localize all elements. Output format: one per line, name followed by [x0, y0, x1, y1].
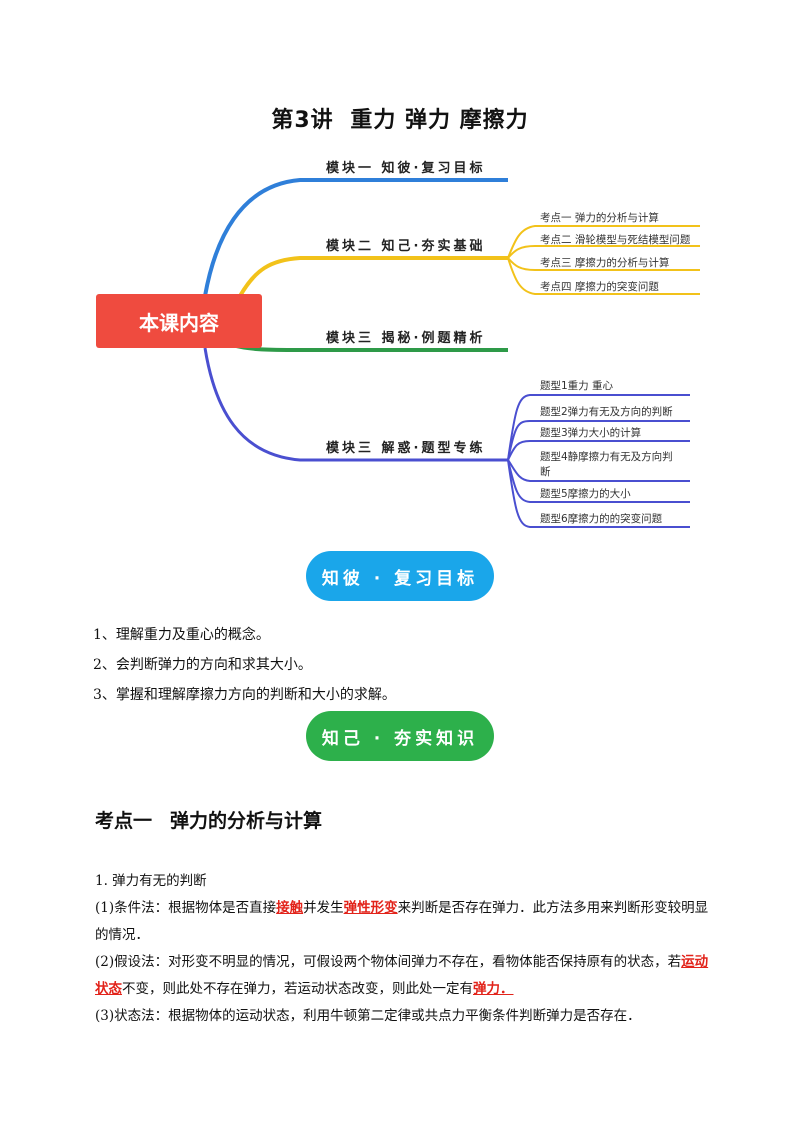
- question-type-1: 题型1重力 重心: [540, 379, 614, 392]
- lecture-number: 第3讲: [271, 108, 334, 133]
- question-type-4-cont: 断: [540, 465, 551, 478]
- branch-4-label: 模块三 解惑·题型专练: [326, 440, 485, 456]
- center-node-label: 本课内容: [139, 311, 219, 335]
- lecture-topics: 重力 弹力 摩擦力: [350, 108, 529, 133]
- goal-item: 3、掌握和理解摩擦力方向的判断和大小的求解。: [93, 687, 396, 703]
- content-heading: 1. 弹力有无的判断: [95, 873, 207, 889]
- question-type-2: 题型2弹力有无及方向的判断: [540, 405, 673, 418]
- question-type-3: 题型3弹力大小的计算: [540, 426, 641, 439]
- highlight-elastic-force: 弹力．: [473, 981, 514, 997]
- question-type-5: 题型5摩擦力的大小: [540, 487, 631, 500]
- center-node: [96, 294, 262, 348]
- exam-point-3: 考点三 摩擦力的分析与计算: [540, 256, 669, 269]
- branch-1-line: [203, 178, 508, 297]
- section-label: 考点一: [95, 810, 153, 832]
- question-type-6: 题型6摩擦力的的突变问题: [540, 512, 663, 525]
- branch-2-sublines: [507, 225, 700, 295]
- branch-2-label: 模块二 知己·夯实基础: [326, 238, 485, 254]
- goal-item: 2、会判断弹力的方向和求其大小。: [93, 657, 312, 673]
- branch-4-line: [203, 347, 508, 462]
- review-goals-banner: 知彼 · 复习目标: [306, 551, 494, 601]
- highlight-contact: 接触: [276, 900, 304, 916]
- learning-goals-list: 1、理解重力及重心的概念。 2、会判断弹力的方向和求其大小。 3、掌握和理解摩擦…: [93, 620, 713, 710]
- section-heading: 考点一弹力的分析与计算: [95, 806, 322, 833]
- question-type-4: 题型4静摩擦力有无及方向判: [540, 450, 673, 463]
- branch-3-label: 模块三 揭秘·例题精析: [326, 330, 485, 346]
- goal-item: 1、理解重力及重心的概念。: [93, 627, 270, 643]
- paragraph-state-method: (3)状态法：根据物体的运动状态，利用牛顿第二定律或共点力平衡条件判断弹力是否存…: [95, 1008, 641, 1024]
- mind-map: 本课内容 模块一 知彼·复习目标 模块二 知己·夯实基础 模块三 揭秘·例题精析…: [96, 160, 700, 528]
- exam-point-1: 考点一 弹力的分析与计算: [540, 211, 659, 224]
- branch-4-sublines: [507, 394, 690, 528]
- page-title: 第3讲 重力 弹力 摩擦力: [0, 102, 800, 134]
- highlight-motion-state: 运动状态: [95, 954, 709, 997]
- branch-2-line: [238, 256, 508, 297]
- section-title: 弹力的分析与计算: [170, 810, 323, 832]
- basics-banner: 知己 · 夯实知识: [306, 711, 494, 761]
- paragraph-assumption-method: (2)假设法：对形变不明显的情况，可假设两个物体间弹力不存在，看物体能否保持原有…: [95, 954, 709, 997]
- exam-point-4: 考点四 摩擦力的突变问题: [540, 280, 659, 293]
- highlight-elastic-deformation: 弹性形变: [343, 900, 398, 916]
- section-body: 1. 弹力有无的判断 (1)条件法：根据物体是否直接接触并发生弹性形变来判断是否…: [95, 868, 710, 1030]
- paragraph-condition-method: (1)条件法：根据物体是否直接接触并发生弹性形变来判断是否存在弹力．此方法多用来…: [95, 900, 709, 943]
- exam-point-2: 考点二 滑轮模型与死结模型问题: [540, 233, 691, 246]
- branch-1-label: 模块一 知彼·复习目标: [326, 160, 485, 176]
